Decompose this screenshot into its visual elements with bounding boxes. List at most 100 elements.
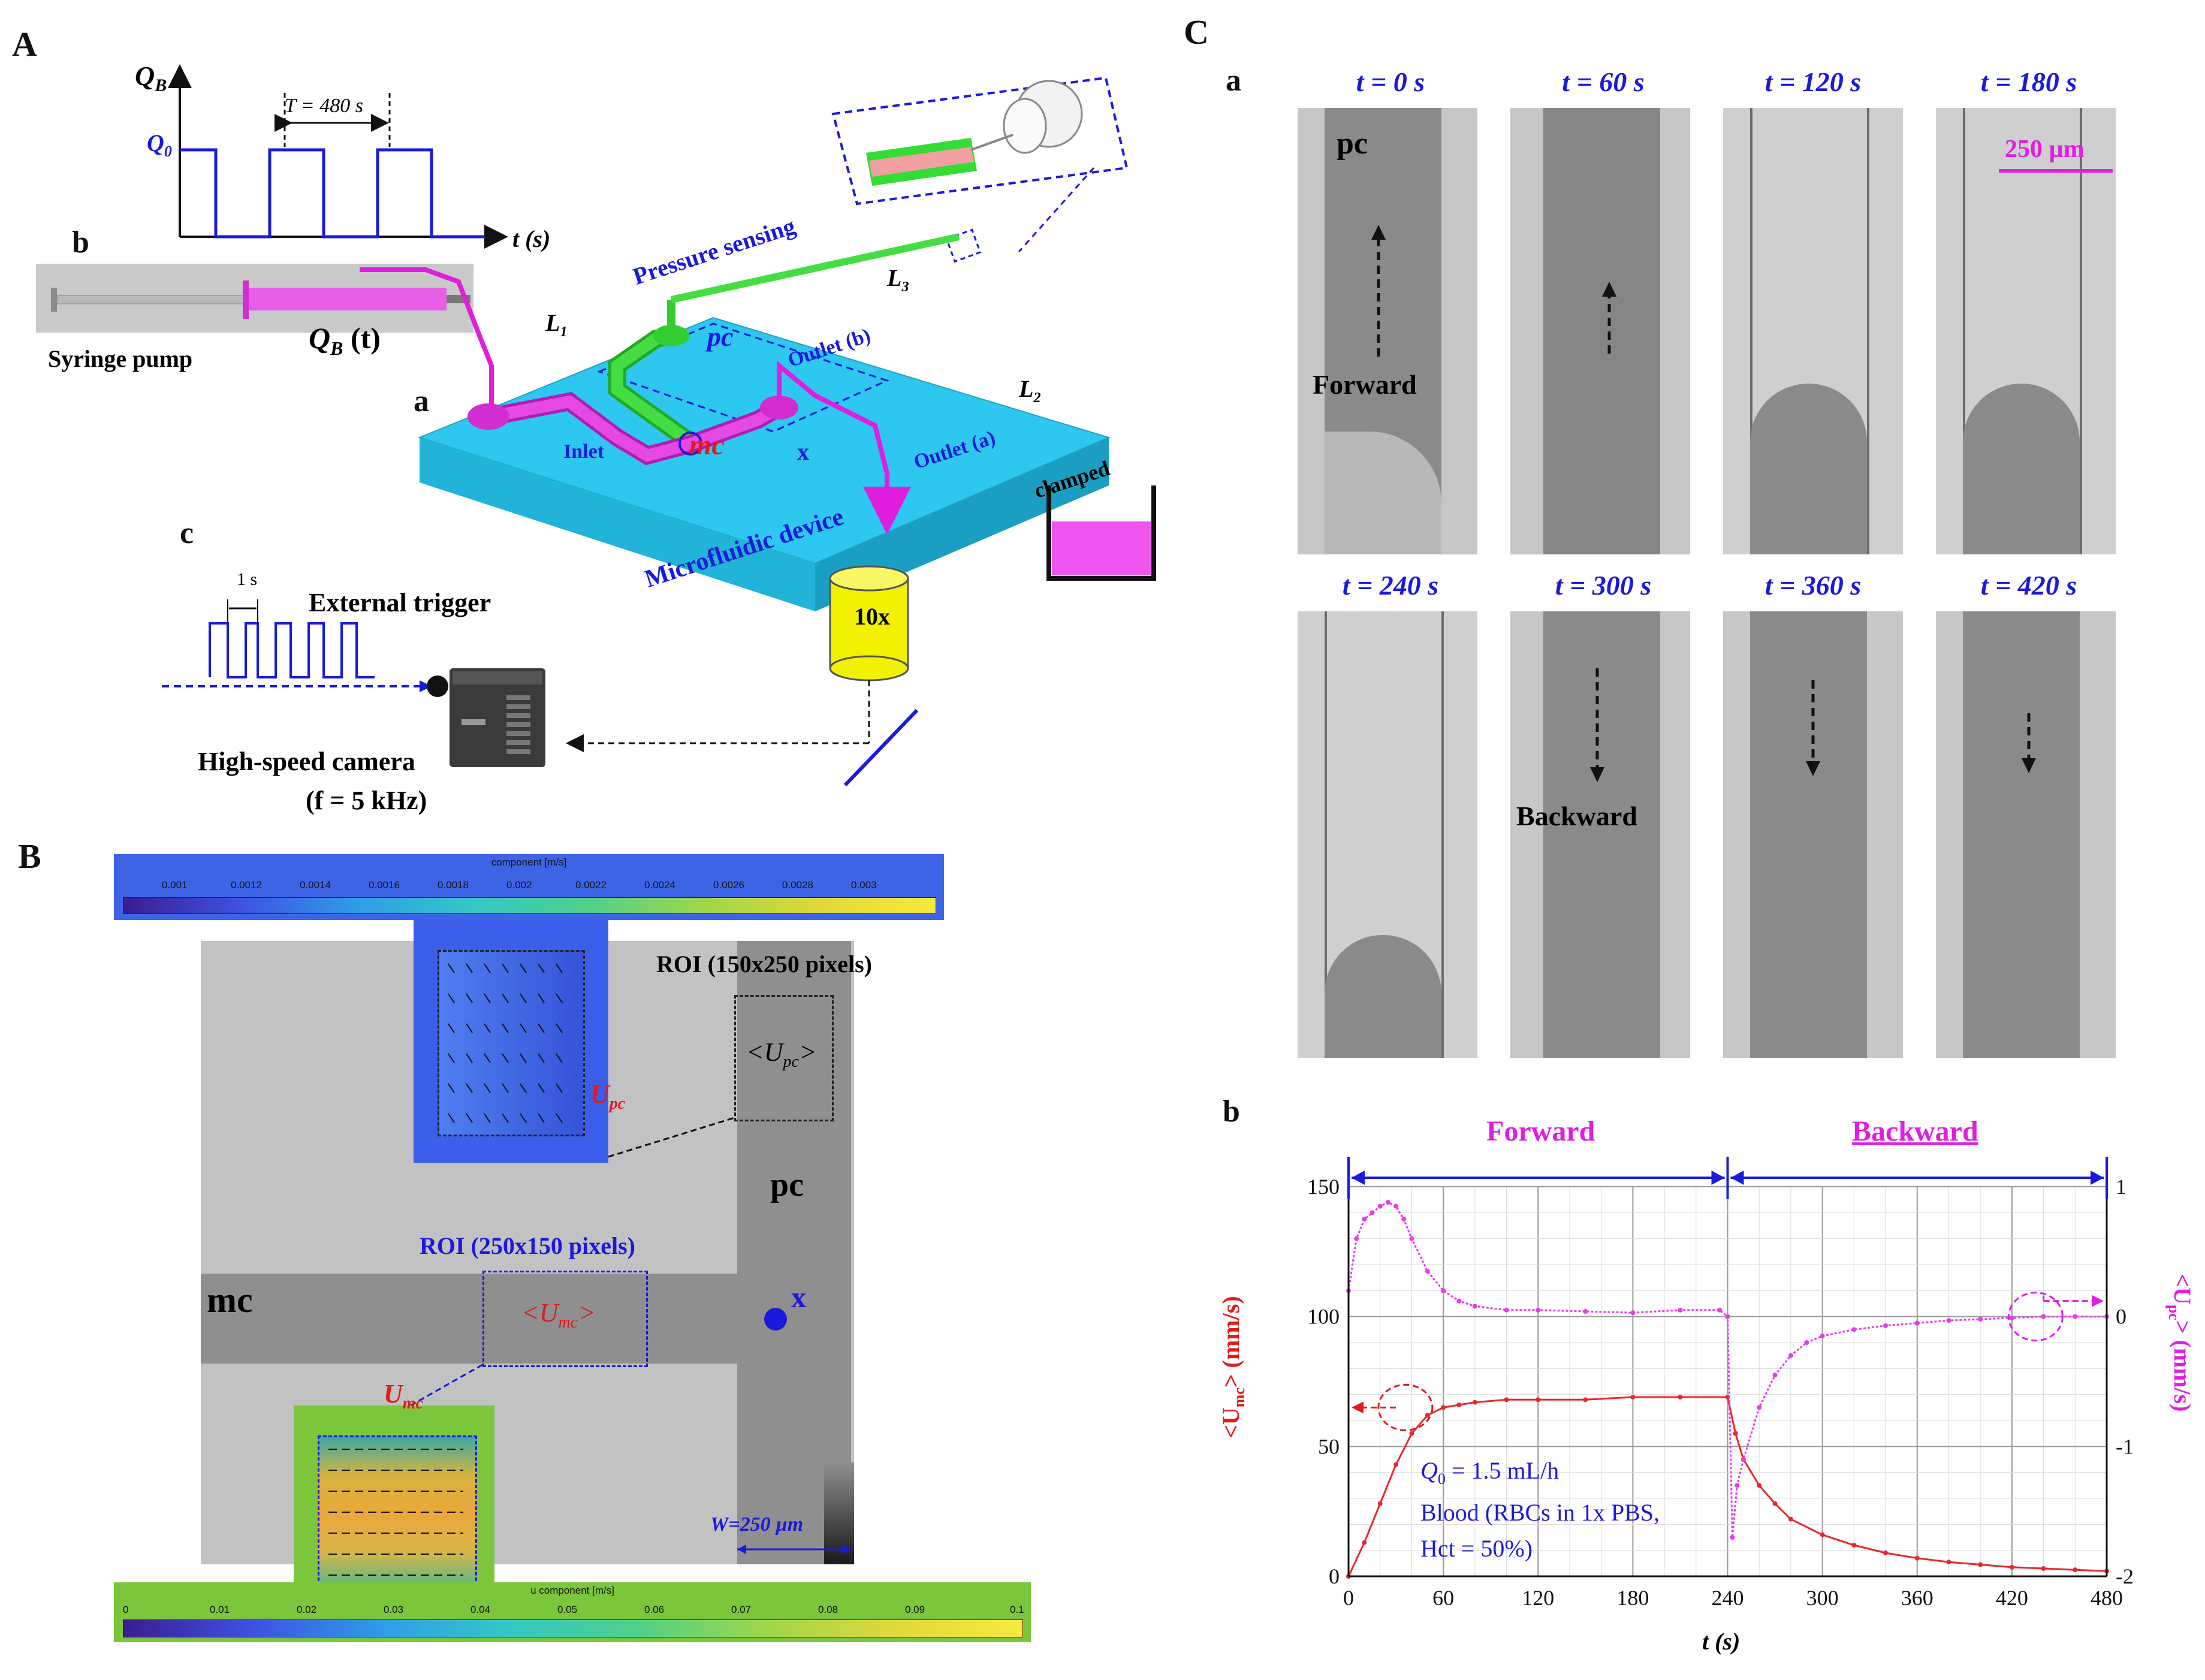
series-point bbox=[1788, 1353, 1793, 1358]
top-cbar-tick: 0.0026 bbox=[713, 879, 744, 891]
q0-annotation: Q0 = 1.5 mL/h bbox=[1420, 1457, 1560, 1488]
phase-arrowhead bbox=[1730, 1171, 1744, 1185]
series-point bbox=[1536, 1397, 1541, 1402]
umc-callout-arrowhead bbox=[1352, 1401, 1364, 1414]
x-tick-label: 0 bbox=[1343, 1586, 1354, 1610]
series-point bbox=[1630, 1310, 1636, 1316]
scale-bar-label: 250 µm bbox=[2005, 135, 2085, 163]
objective-and-mirror bbox=[566, 565, 919, 787]
qb-axis-label: QB bbox=[135, 61, 167, 96]
x-tick-label: 240 bbox=[1712, 1586, 1744, 1610]
top-colorbar-gradient bbox=[123, 897, 936, 914]
series-point bbox=[2041, 1314, 2046, 1319]
series-point bbox=[1946, 1560, 1951, 1565]
mc-label: mc bbox=[207, 1280, 253, 1320]
period-label: T = 480 s bbox=[285, 95, 363, 117]
top-colorbar: component [m/s] 0.001 0.0012 0.0014 0.00… bbox=[114, 854, 944, 920]
rbc-plug bbox=[1325, 935, 1441, 1058]
blood-annotation-1: Blood (RBCs in 1x PBS, bbox=[1420, 1499, 1660, 1526]
pc-vector-field bbox=[438, 950, 585, 1136]
L3-label: L3 bbox=[887, 264, 909, 295]
micrograph-frame bbox=[1510, 108, 1690, 554]
time-label: t = 180 s bbox=[1980, 67, 2077, 97]
series-point bbox=[1401, 1217, 1407, 1222]
time-label: t = 120 s bbox=[1764, 67, 1862, 97]
series-point bbox=[1385, 1200, 1390, 1205]
panel-C-a-letter: a bbox=[1226, 64, 1241, 98]
bottom-cbar-tick: 0.02 bbox=[297, 1604, 317, 1615]
series-point bbox=[1425, 1413, 1430, 1418]
series-point bbox=[1741, 1457, 1746, 1462]
x-axis-label: t (s) bbox=[1702, 1628, 1741, 1655]
y-axis-right-label: <Upc> (mm/s) bbox=[2165, 1274, 2196, 1412]
forward-arrow bbox=[1602, 282, 1616, 354]
x-point-label: x bbox=[797, 438, 809, 465]
panel-A-b-letter: b bbox=[72, 225, 89, 260]
y-tick-label-right: -2 bbox=[2116, 1564, 2134, 1588]
y-tick-label-left: 100 bbox=[1307, 1305, 1340, 1329]
series-point bbox=[1377, 1501, 1383, 1506]
series-point bbox=[1441, 1288, 1446, 1293]
phase-arrowhead bbox=[1352, 1171, 1365, 1185]
L2-label: L2 bbox=[1019, 375, 1041, 406]
roi-pc-connector bbox=[608, 1117, 735, 1158]
forward-arrow bbox=[1371, 225, 1386, 357]
pc-frame-label: pc bbox=[1337, 126, 1368, 161]
x-tick-label: 300 bbox=[1806, 1586, 1839, 1610]
x-tick-label: 180 bbox=[1616, 1586, 1649, 1610]
micrograph-frame bbox=[1298, 611, 1477, 1058]
waste-beaker bbox=[1046, 485, 1156, 581]
time-label: t = 0 s bbox=[1356, 67, 1425, 97]
channel-width-label: W=250 µm bbox=[710, 1513, 804, 1536]
series-point bbox=[1377, 1204, 1383, 1209]
panel-C-b-letter: b bbox=[1223, 1094, 1240, 1129]
series-point bbox=[1409, 1431, 1414, 1436]
series-point bbox=[1733, 1431, 1738, 1436]
time-label: t = 60 s bbox=[1562, 67, 1645, 97]
qb-t-label: QB (t) bbox=[309, 321, 381, 359]
series-point bbox=[1757, 1405, 1762, 1410]
syringe-pump-image bbox=[36, 264, 473, 333]
mc-vector-field bbox=[318, 1435, 477, 1592]
bottom-cbar-tick: 0.05 bbox=[557, 1604, 578, 1615]
series-point bbox=[1456, 1402, 1462, 1407]
panel-A-letter: A bbox=[12, 25, 37, 64]
x-tick-label: 480 bbox=[2091, 1586, 2123, 1610]
one-second-label: 1 s bbox=[237, 569, 258, 589]
flow-waveform bbox=[168, 64, 508, 249]
backward-arrow bbox=[1590, 668, 1604, 782]
series-point bbox=[1820, 1334, 1825, 1339]
top-cbar-tick: 0.0014 bbox=[300, 879, 331, 891]
series-point bbox=[1851, 1327, 1857, 1332]
bottom-colorbar: u component [m/s] 0 0.01 0.02 0.03 0.04 … bbox=[114, 1582, 1031, 1642]
x-tick-label: 60 bbox=[1432, 1586, 1454, 1610]
roi-mc-box bbox=[482, 1271, 648, 1367]
series-point bbox=[1772, 1501, 1778, 1506]
bottom-cbar-tick: 0.09 bbox=[905, 1604, 925, 1615]
scale-bar bbox=[1999, 169, 2113, 173]
bottom-colorbar-ticks: 0 0.01 0.02 0.03 0.04 0.05 0.06 0.07 0.0… bbox=[123, 1604, 1028, 1618]
x-tick-label: 420 bbox=[1996, 1586, 2028, 1610]
series-point bbox=[1804, 1340, 1809, 1345]
bottom-cbar-tick: 0.01 bbox=[210, 1604, 230, 1615]
micrograph-frame bbox=[1298, 108, 1477, 554]
top-cbar-tick: 0.002 bbox=[506, 879, 532, 891]
bottom-cbar-tick: 0.06 bbox=[644, 1604, 665, 1615]
series-point bbox=[1362, 1217, 1367, 1222]
upc-overlay-label: Upc bbox=[590, 1079, 626, 1113]
series-point bbox=[1504, 1307, 1509, 1313]
series-point bbox=[2009, 1315, 2014, 1320]
roi-mc-label: ROI (250x150 pixels) bbox=[420, 1232, 635, 1259]
series-point bbox=[1757, 1483, 1762, 1488]
umc-callout-circle bbox=[1377, 1383, 1434, 1431]
y-axis-left-label: <Umc> (mm/s) bbox=[1217, 1296, 1248, 1438]
mc-channel-label: mc bbox=[689, 429, 725, 461]
series-point bbox=[1362, 1540, 1367, 1545]
series-point bbox=[1678, 1307, 1683, 1313]
top-colorbar-title: component [m/s] bbox=[491, 856, 567, 868]
x-tick-label: 120 bbox=[1522, 1586, 1554, 1610]
roi-pc-label: ROI (150x250 pixels) bbox=[656, 951, 872, 978]
series-point bbox=[2009, 1564, 2014, 1570]
panel-B-letter: B bbox=[18, 837, 41, 876]
top-cbar-tick: 0.001 bbox=[162, 879, 188, 891]
